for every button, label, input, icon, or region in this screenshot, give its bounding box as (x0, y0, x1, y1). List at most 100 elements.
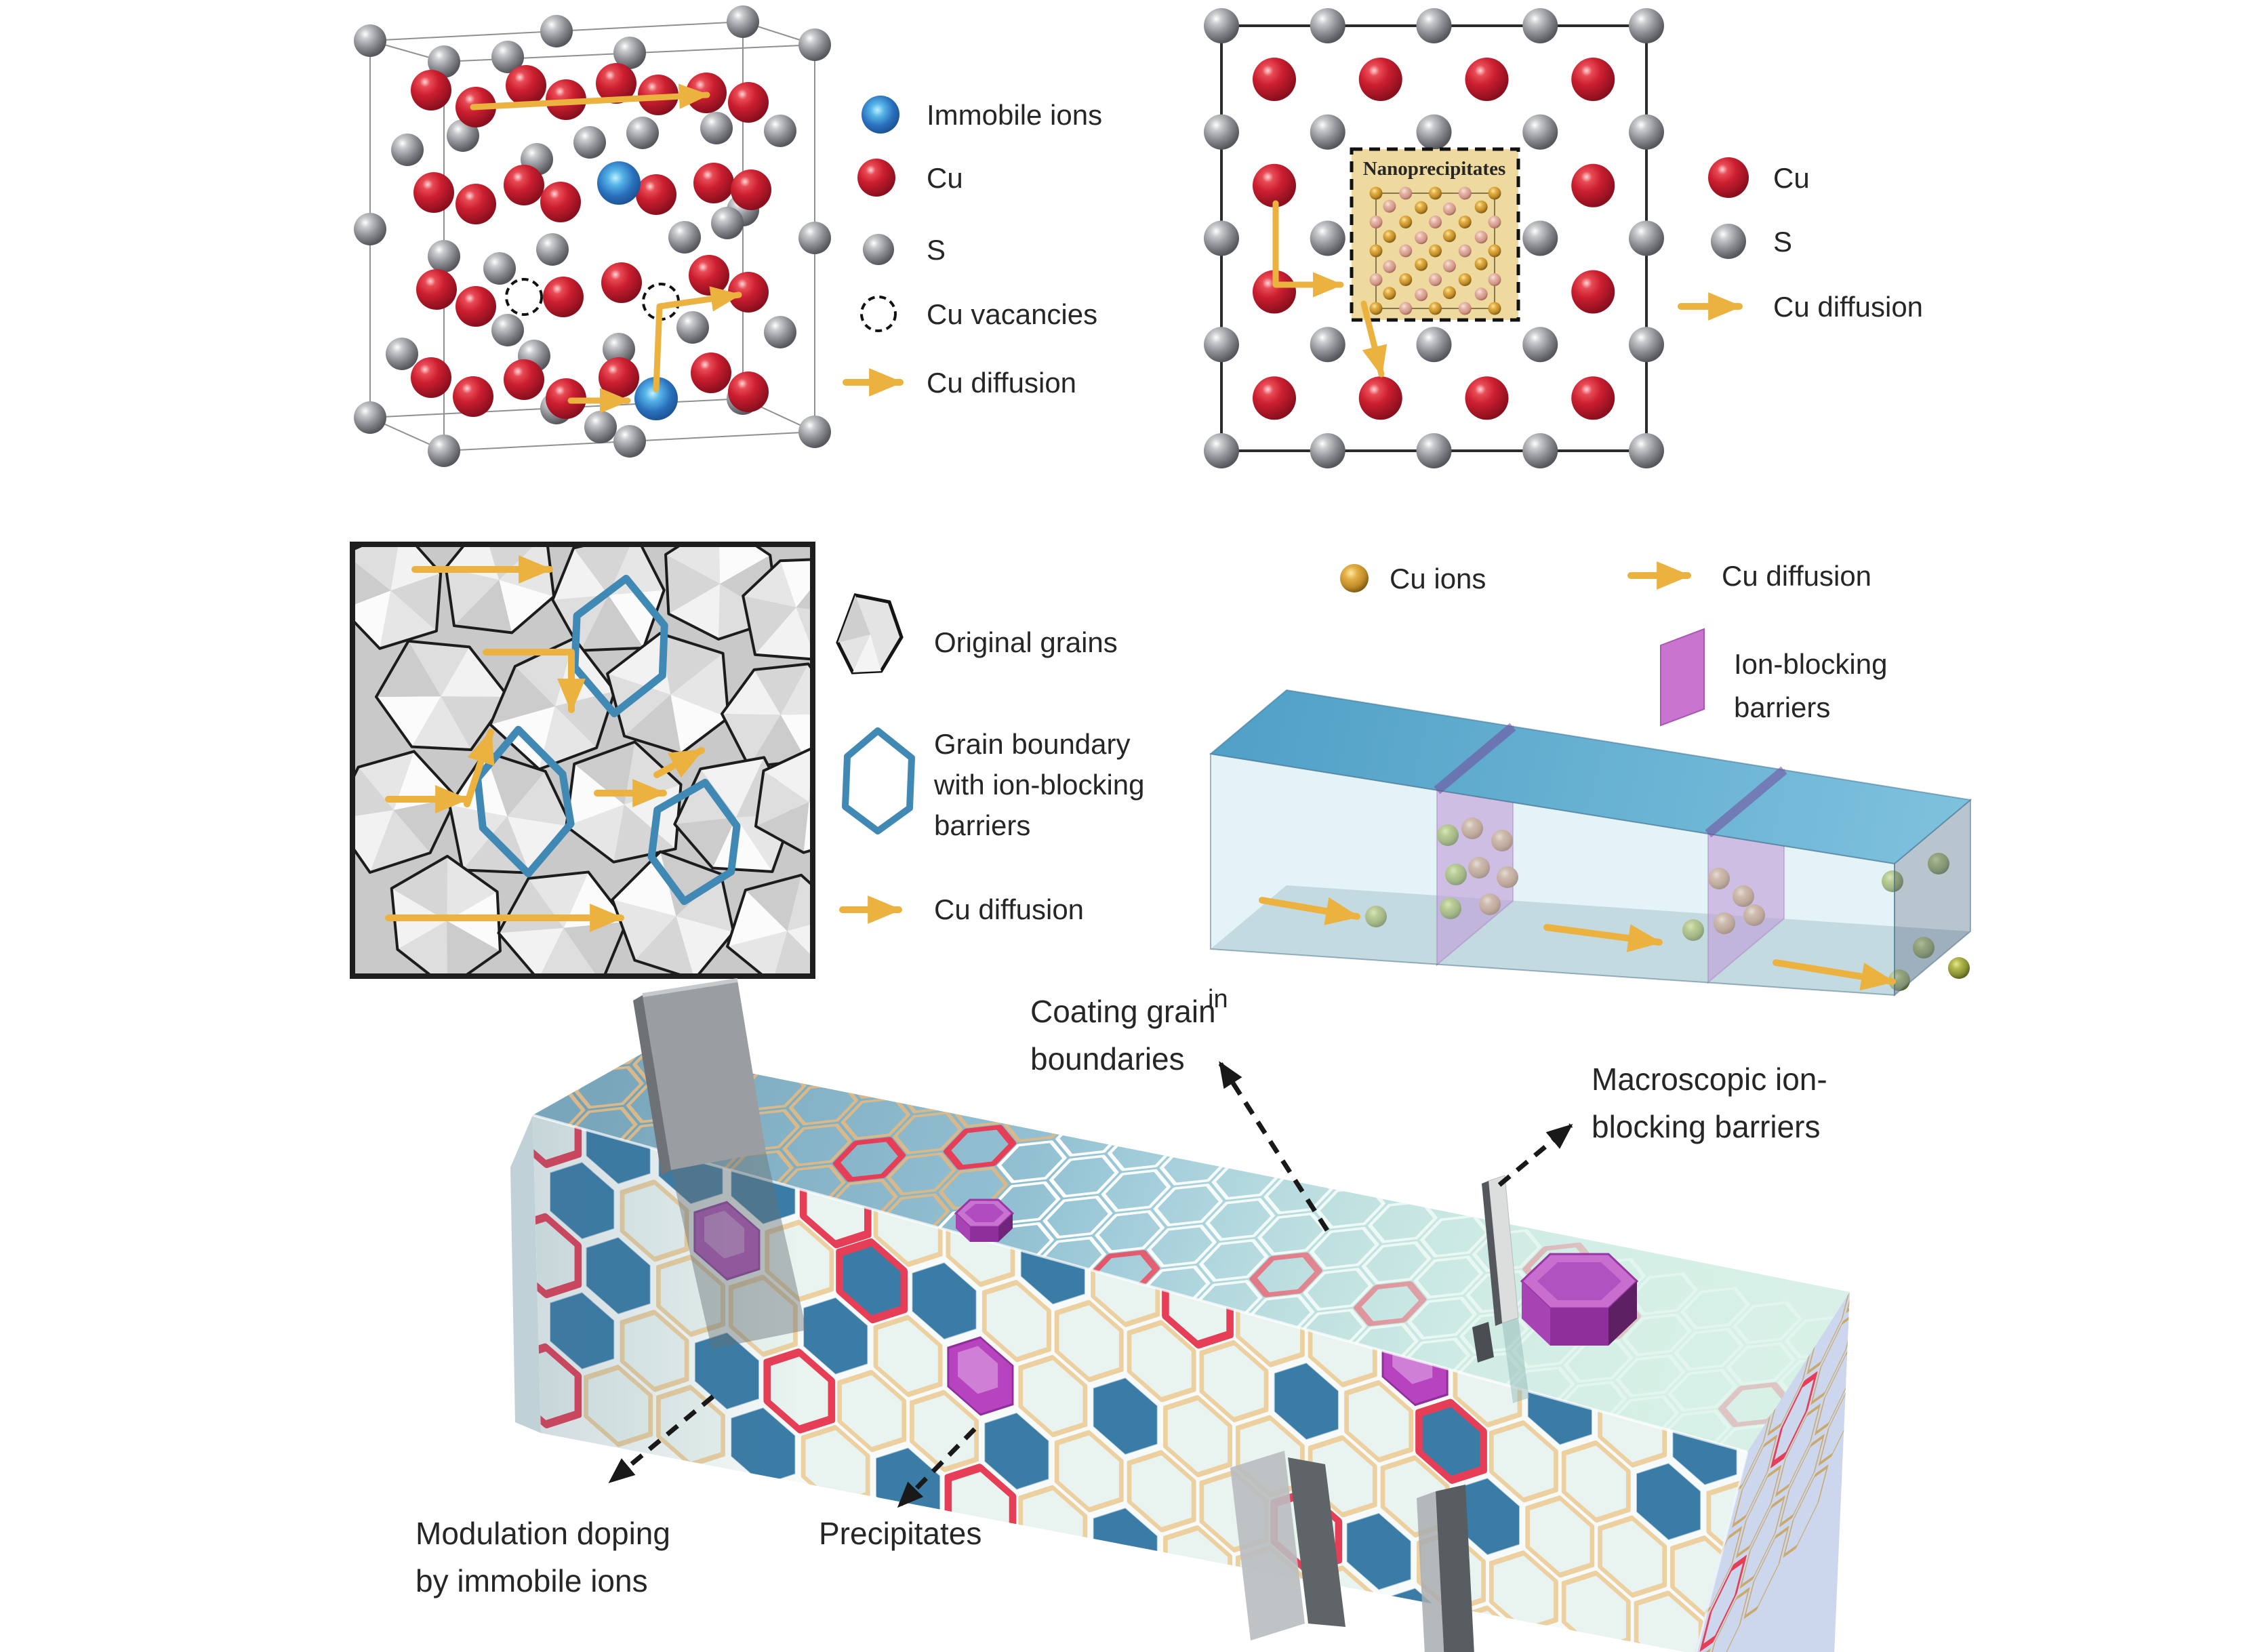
legend-label-cu: Cu (1773, 162, 1810, 194)
nanoprecipitate-atom (1442, 202, 1456, 216)
nanoprecipitate-atom (1488, 186, 1501, 200)
s-atom (1204, 327, 1239, 363)
annotation-modulation-2: by immobile ions (416, 1563, 648, 1598)
nanoprecipitate-atom (1458, 302, 1472, 315)
annotation-arrow-macroscopic (1497, 1123, 1573, 1187)
stray-text: in (1208, 985, 1228, 1013)
s-atom (798, 222, 831, 254)
immobile-ion-atom (634, 377, 678, 420)
legend-label-grain-boundary-3: barriers (934, 809, 1030, 841)
nanoprecipitate-atom (1474, 287, 1488, 301)
nanoprecipitate-atom (1415, 201, 1428, 214)
cu-atom (596, 63, 636, 104)
legend-label-cu-diffusion: Cu diffusion (1722, 560, 1871, 592)
hex-grain (1732, 1434, 1778, 1528)
s-atom (1416, 114, 1452, 150)
nanoprecipitate-atom (1429, 186, 1442, 200)
ion-blocking-barrier-plate-icon (1660, 628, 1705, 727)
nanoprecipitate-atom (1383, 260, 1396, 273)
cu-ion (1440, 898, 1461, 919)
legend-label-cu-ions: Cu ions (1390, 563, 1486, 595)
slab-top-face (1209, 689, 1972, 865)
original-grain-polygon-icon (836, 593, 904, 674)
cu-atom (693, 163, 734, 203)
panel-lattice-2d: Nanoprecipitates (1204, 8, 1664, 468)
cu-atom (689, 255, 729, 296)
cu-atom (416, 269, 457, 310)
legend-crystal-3d: Immobile ions Cu S Cu vacancies Cu diffu… (843, 96, 1102, 399)
front-top-fold (532, 1114, 1748, 1453)
nanoprecipitate-atom (1458, 273, 1472, 286)
nanoprecipitate-atom (1429, 216, 1442, 228)
cu-atom (728, 371, 769, 412)
legend-label-cu: Cu (927, 162, 963, 194)
s-atom (491, 41, 524, 73)
barrier-top-trace (1434, 723, 1516, 794)
legend-label-s: S (927, 234, 946, 266)
nanoprecipitate-atom (1458, 216, 1472, 228)
s-atom (711, 207, 744, 239)
s-atom (1310, 8, 1345, 43)
hex-grain (1736, 1464, 1782, 1558)
cu-ion (1708, 868, 1730, 889)
cu-atom (731, 169, 771, 210)
nanoprecipitate-atom (1429, 273, 1442, 286)
s-atom (536, 233, 569, 266)
nanoprecipitates-box (1350, 147, 1520, 322)
cu-atom (601, 262, 642, 303)
cu-atom (453, 376, 493, 417)
legend-label-original-grains: Original grains (934, 626, 1118, 658)
s-atom (386, 338, 418, 370)
nanoprecipitate-atom (1415, 258, 1428, 271)
nanoprecipitate-atom (1399, 216, 1413, 228)
diffusion-arrow (1360, 300, 1388, 378)
s-atom (584, 411, 617, 443)
cu-atom (540, 182, 581, 222)
cu-atom (1253, 163, 1296, 207)
cu-atom (1358, 58, 1402, 101)
cu-atom (543, 277, 584, 317)
grain (606, 632, 730, 755)
nanoprecipitate-atom (1399, 244, 1413, 258)
s-atom (727, 5, 759, 38)
s-atom (1629, 8, 1664, 43)
hex-grain (1779, 1434, 1825, 1528)
s-atom (573, 126, 606, 159)
hex-grain (1818, 1372, 1850, 1466)
s-atom (354, 213, 386, 245)
nanoprecipitate-atom (1369, 273, 1383, 286)
nanoprecipitate-atom (1474, 257, 1488, 270)
grain (742, 558, 813, 661)
cu-atom (1465, 58, 1509, 101)
s-atom (764, 316, 796, 348)
cu-ion (1479, 893, 1501, 915)
cu-atom (504, 359, 544, 400)
nanoprecipitate-atom (1458, 244, 1472, 258)
legend-label-s: S (1773, 226, 1792, 258)
nanoprecipitate-atom (1399, 186, 1413, 200)
s-atom (354, 24, 386, 57)
cu-ion (1714, 912, 1735, 934)
cu-atom (1571, 270, 1615, 314)
annotation-macroscopic-1: Macroscopic ion- (1592, 1062, 1827, 1097)
grain (664, 544, 780, 641)
cu-atom (455, 286, 496, 327)
nanoprecipitate-atom (1369, 302, 1383, 315)
cu-atom (411, 357, 451, 398)
s-atom (626, 117, 659, 149)
nanoprecipitate-atom (1399, 302, 1413, 315)
nanoprecipitates-label: Nanoprecipitates (1363, 158, 1506, 180)
blocking-grain-boundary (571, 574, 668, 718)
s-atom (603, 333, 635, 365)
s-atom (1522, 220, 1558, 256)
cu-ion (1491, 830, 1513, 851)
nanoprecipitate-atom (1383, 287, 1396, 300)
legend-label-cu-diffusion: Cu diffusion (927, 367, 1076, 399)
immobile-ion-sphere-icon (862, 96, 899, 134)
diffusion-arrow (653, 747, 705, 778)
s-atom (1204, 114, 1239, 150)
s-atom (1629, 327, 1664, 363)
nanoprecipitate-atom (1442, 229, 1456, 243)
cu-vacancy-circle-icon (860, 296, 897, 332)
s-atom (1310, 433, 1345, 468)
